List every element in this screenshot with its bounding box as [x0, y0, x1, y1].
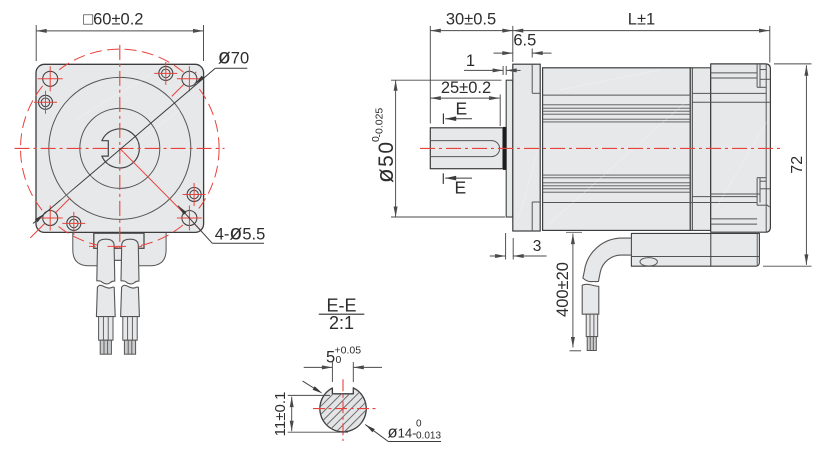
- svg-text:ø50: ø50: [372, 140, 399, 183]
- svg-text:72: 72: [789, 156, 806, 174]
- svg-text:0: 0: [336, 354, 342, 366]
- svg-text:E: E: [454, 178, 466, 198]
- svg-text:1: 1: [466, 52, 475, 70]
- svg-text:3: 3: [533, 238, 542, 255]
- svg-text:5: 5: [326, 349, 335, 367]
- svg-text:+0.05: +0.05: [335, 345, 362, 357]
- svg-text:400±20: 400±20: [554, 262, 572, 317]
- svg-text:11±0.1: 11±0.1: [272, 392, 289, 437]
- svg-text:ø70: ø70: [218, 46, 249, 69]
- svg-text:E-E: E-E: [326, 296, 356, 316]
- svg-text:-0.025: -0.025: [374, 108, 386, 138]
- svg-text:25±0.2: 25±0.2: [441, 79, 491, 97]
- svg-text:□60±0.2: □60±0.2: [83, 11, 143, 29]
- svg-text:0.013: 0.013: [416, 431, 441, 442]
- svg-text:4-ø5.5: 4-ø5.5: [215, 221, 266, 244]
- svg-text:6.5: 6.5: [513, 31, 536, 49]
- svg-text:ø14-: ø14-: [388, 423, 417, 442]
- svg-text:0: 0: [416, 419, 422, 430]
- svg-text:L±1: L±1: [628, 11, 655, 29]
- svg-text:30±0.5: 30±0.5: [446, 11, 496, 29]
- svg-text:E: E: [455, 98, 467, 118]
- svg-text:2:1: 2:1: [329, 313, 354, 333]
- svg-text:0: 0: [370, 136, 382, 142]
